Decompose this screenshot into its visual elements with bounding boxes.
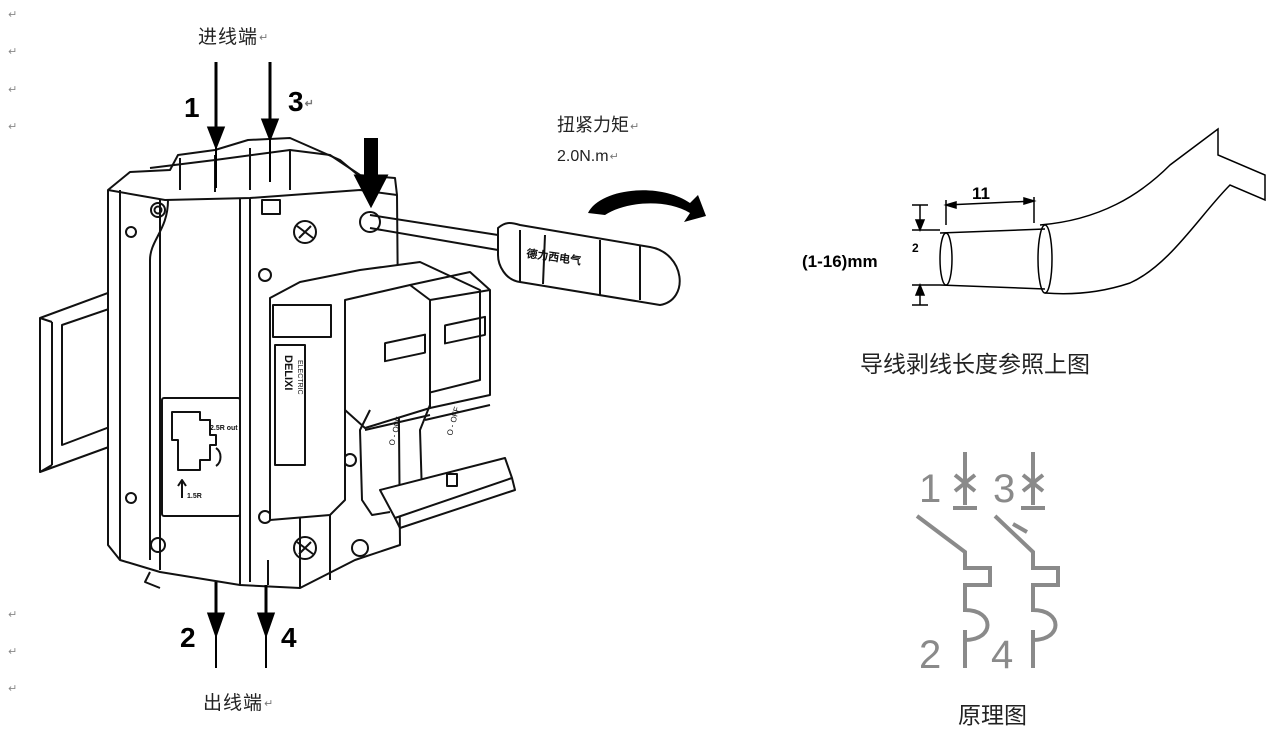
paragraph-mark: ↵ xyxy=(8,682,18,695)
strip-gauge-panel xyxy=(161,397,241,517)
cross-section-superscript: 2 xyxy=(912,241,919,255)
strip-length-value: 11 xyxy=(972,184,990,203)
schematic-terminal-4: 4 xyxy=(991,633,1013,675)
strip-gauge-text2: 1.5R xyxy=(187,493,202,500)
incoming-label: 进线端↵ xyxy=(198,26,270,48)
terminal-4-label: 4 xyxy=(281,622,297,653)
terminal-3-label: 3↵ xyxy=(288,86,314,117)
torque-value: 2.0N.m↵ xyxy=(557,148,619,165)
wire-strip-diagram: 11 (1-16)mm 2 xyxy=(802,127,1266,306)
paragraph-mark: ↵ xyxy=(8,120,18,133)
brand-text: DELIXI xyxy=(282,355,294,390)
schematic-caption: 原理图 xyxy=(958,703,1027,729)
paragraph-mark: ↵ xyxy=(8,83,18,96)
outgoing-label: 出线端↵ xyxy=(203,692,275,714)
schematic-terminal-3: 3 xyxy=(993,467,1015,511)
terminal-2-label: 2 xyxy=(180,622,196,653)
rotation-arrow xyxy=(588,190,706,222)
paragraph-mark: ↵ xyxy=(8,8,18,21)
screwdriver xyxy=(369,214,681,306)
paragraph-mark: ↵ xyxy=(8,608,18,621)
breaker-front xyxy=(269,261,516,529)
wire-caption: 导线剥线长度参照上图 xyxy=(860,352,1090,378)
schematic-terminal-2: 2 xyxy=(919,633,941,675)
paragraph-mark: ↵ xyxy=(8,645,18,658)
cross-section-value: (1-16)mm xyxy=(802,252,878,271)
brand-subtext: ELECTRIC xyxy=(296,360,303,395)
strip-gauge-text: 2.5R out xyxy=(210,425,238,432)
schematic-terminal-1: 1 xyxy=(919,467,941,511)
terminal-1-label: 1 xyxy=(184,92,200,123)
schematic-diagram: 1 3 2 4 xyxy=(915,452,1060,675)
torque-title: 扭紧力矩↵ xyxy=(557,115,640,136)
handle-label-right: O - OFF xyxy=(445,406,461,437)
paragraph-mark: ↵ xyxy=(8,45,18,58)
